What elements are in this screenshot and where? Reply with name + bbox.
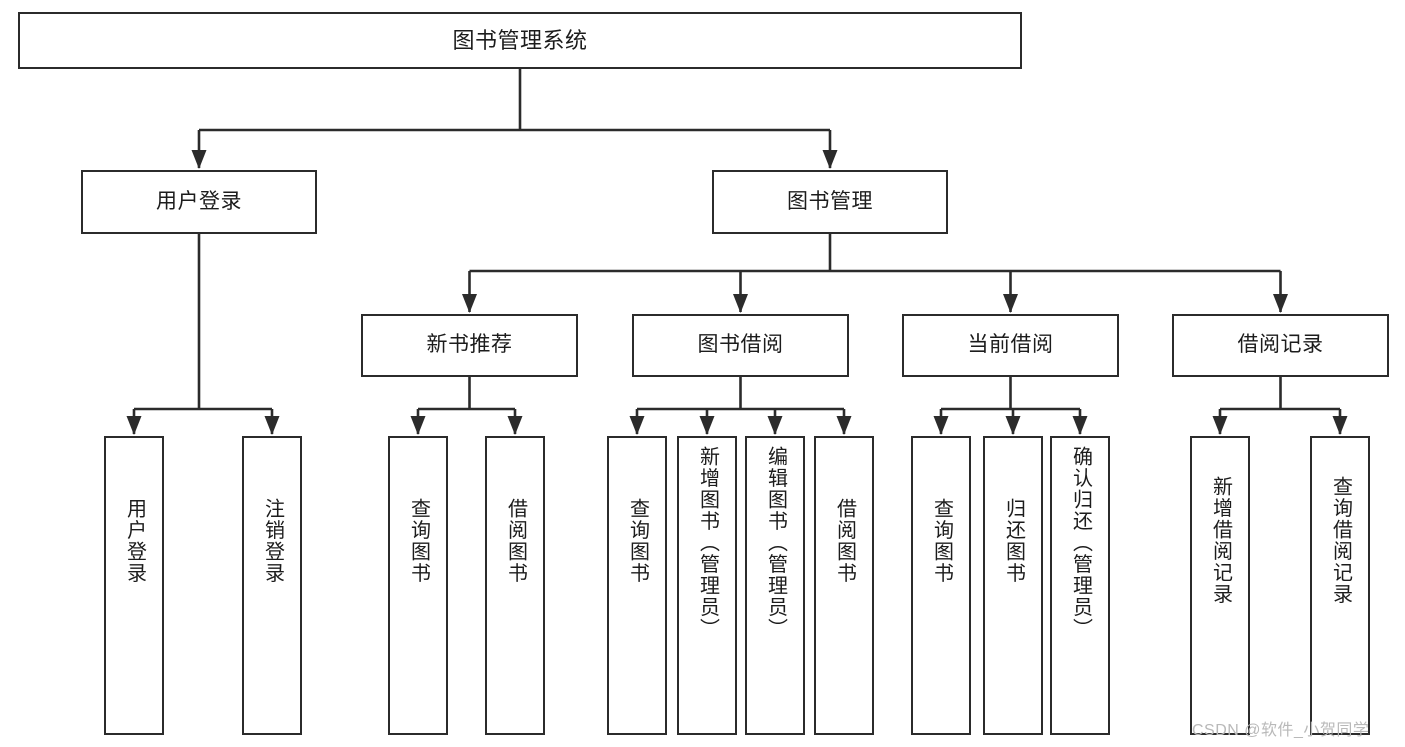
node-leaf-records-1: 新增借阅记录 [1190,436,1250,735]
node-label-leaf-login-2: 注销登录 [261,498,284,584]
node-label-leaf-current-3: 确认归还（管理员） [1069,446,1092,640]
node-leaf-newbook-2: 借阅图书 [485,436,545,735]
node-leaf-current-3: 确认归还（管理员） [1050,436,1110,735]
node-leaf-current-1: 查询图书 [911,436,971,735]
node-leaf-current-2: 归还图书 [983,436,1043,735]
node-leaf-borrow-2: 新增图书（管理员） [677,436,737,735]
arrow-head-icon-records [1273,294,1288,313]
node-borrow: 图书借阅 [632,314,849,377]
node-label-newbook: 新书推荐 [426,333,513,357]
node-label-records: 借阅记录 [1237,333,1324,357]
arrow-head-icon-leaf-newbook-2 [507,416,523,435]
node-newbook: 新书推荐 [361,314,578,377]
node-label-login: 用户登录 [156,189,242,213]
arrow-head-icon-bookmgmt [822,150,838,169]
node-leaf-login-2: 注销登录 [242,436,302,735]
node-label-leaf-borrow-2: 新增图书（管理员） [696,446,719,640]
arrow-head-icon-leaf-records-2 [1332,416,1348,435]
node-leaf-borrow-1: 查询图书 [607,436,667,735]
node-label-root: 图书管理系统 [452,27,588,53]
node-records: 借阅记录 [1172,314,1389,377]
node-label-leaf-newbook-1: 查询图书 [407,498,430,584]
node-bookmgmt: 图书管理 [712,170,948,234]
arrow-head-icon-leaf-login-2 [264,416,280,435]
arrow-head-icon-leaf-records-1 [1212,416,1228,435]
arrow-head-icon-leaf-borrow-2 [699,416,715,435]
arrow-head-icon-borrow [733,294,748,313]
node-label-leaf-current-2: 归还图书 [1002,498,1025,584]
arrow-head-icon-leaf-borrow-1 [629,416,645,435]
node-login: 用户登录 [81,170,317,234]
arrow-head-icon-newbook [462,294,477,313]
node-leaf-borrow-4: 借阅图书 [814,436,874,735]
arrow-head-icon-current [1003,294,1018,313]
node-label-leaf-borrow-3: 编辑图书（管理员） [764,446,787,640]
node-leaf-borrow-3: 编辑图书（管理员） [745,436,805,735]
arrow-head-icon-leaf-newbook-1 [410,416,426,435]
arrow-head-icon-leaf-current-3 [1072,416,1088,435]
node-label-leaf-current-1: 查询图书 [930,498,953,584]
watermark: CSDN @软件_小贺同学 [1192,722,1370,739]
node-label-current: 当前借阅 [967,333,1054,357]
node-label-leaf-borrow-4: 借阅图书 [833,498,856,584]
arrow-head-icon-leaf-current-1 [933,416,949,435]
node-label-borrow: 图书借阅 [697,333,784,357]
node-leaf-login-1: 用户登录 [104,436,164,735]
arrow-head-icon-leaf-login-1 [126,416,142,435]
arrow-head-icon-leaf-borrow-4 [836,416,852,435]
node-current: 当前借阅 [902,314,1119,377]
node-leaf-newbook-1: 查询图书 [388,436,448,735]
arrow-head-icon-leaf-borrow-3 [767,416,783,435]
arrow-head-icon-leaf-current-2 [1005,416,1021,435]
node-label-leaf-login-1: 用户登录 [123,498,146,584]
arrow-head-icon-login [191,150,207,169]
node-leaf-records-2: 查询借阅记录 [1310,436,1370,735]
node-label-leaf-borrow-1: 查询图书 [626,498,649,584]
node-label-bookmgmt: 图书管理 [787,189,873,213]
node-label-leaf-records-1: 新增借阅记录 [1209,476,1232,605]
node-root: 图书管理系统 [18,12,1022,69]
node-label-leaf-newbook-2: 借阅图书 [504,498,527,584]
node-label-leaf-records-2: 查询借阅记录 [1329,476,1352,605]
